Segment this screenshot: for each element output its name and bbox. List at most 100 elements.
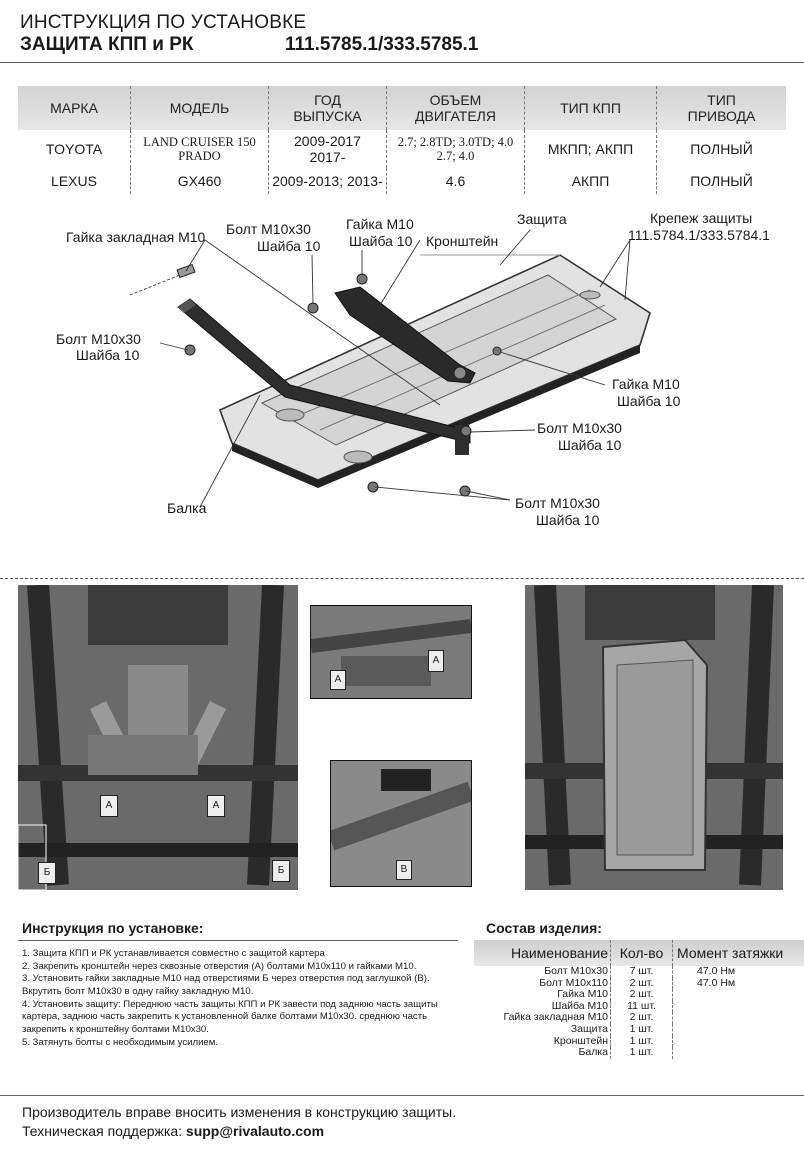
detail-photo-a xyxy=(310,605,472,699)
callout-bolt-mid: Болт М10х30 xyxy=(537,420,622,436)
spec-header-4: ТИП КПП xyxy=(524,86,656,130)
callout-washer-bottom: Шайба 10 xyxy=(536,512,600,528)
composition-cell xyxy=(672,989,804,1001)
instruction-step: 2. Закрепить кронштейн через сквозные от… xyxy=(22,960,417,972)
spec-header-3: ОБЪЕМ ДВИГАТЕЛЯ xyxy=(386,86,524,130)
composition-cell: 1 шт. xyxy=(610,1023,672,1036)
spec-cell: 2009-2013; 2013- xyxy=(268,168,386,194)
marker-a-detail-2: А xyxy=(330,670,346,690)
callout-fastener: Крепеж защиты xyxy=(650,210,753,226)
spec-cell: ПОЛНЫЙ xyxy=(656,168,786,194)
product-title: ЗАЩИТА КПП и РК xyxy=(20,34,194,55)
header-divider xyxy=(0,62,804,63)
callout-washer-top-2: Шайба 10 xyxy=(349,233,413,249)
spec-cell: LAND CRUISER 150 PRADO xyxy=(130,130,268,168)
composition-cell: Гайка М10 xyxy=(557,988,608,1001)
marker-a-right: А xyxy=(207,795,225,817)
composition-cell: 47.0 Нм xyxy=(672,965,804,978)
part-number: 111.5785.1/333.5785.1 xyxy=(285,34,479,55)
composition-header-0: Наименование xyxy=(510,945,608,961)
callout-bracket: Кронштейн xyxy=(426,233,499,249)
spec-cell: АКПП xyxy=(524,168,656,194)
composition-cell: Гайка закладная М10 xyxy=(503,1011,608,1024)
marker-v-detail: В xyxy=(396,860,412,880)
composition-cell: Защита xyxy=(570,1022,608,1035)
composition-cell: 1 шт. xyxy=(610,1047,672,1059)
section-divider xyxy=(0,578,804,579)
composition-cell: Болт М10х110 xyxy=(539,976,608,989)
spec-cell: GX460 xyxy=(130,168,268,194)
composition-header-1: Кол-во xyxy=(610,940,672,966)
leader-lines xyxy=(129,229,631,508)
instruction-step: 5. Затянуть болты с необходимым усилием. xyxy=(22,1036,219,1048)
composition-cell: 47.0 Нм xyxy=(672,977,804,990)
composition-cell: 7 шт. xyxy=(610,965,672,978)
composition-cell: 1 шт. xyxy=(610,1035,672,1048)
document-title: ИНСТРУКЦИЯ ПО УСТАНОВКЕ xyxy=(20,12,307,33)
marker-b-left: Б xyxy=(38,862,56,884)
composition-cell xyxy=(672,1047,804,1059)
composition-header-2: Момент затяжки xyxy=(672,940,804,966)
spec-table-header-bg xyxy=(18,86,786,130)
spec-cell: LEXUS xyxy=(51,172,97,189)
spec-cell: 2.7; 2.8TD; 3.0TD; 4.0 2.7; 4.0 xyxy=(386,130,524,168)
callout-fastener-part: 111.5784.1/333.5784.1 xyxy=(628,227,770,243)
callout-bolt-top: Болт М10х30 xyxy=(226,221,311,237)
support-email[interactable]: supp@rivalauto.com xyxy=(185,1123,325,1139)
composition-header-bg xyxy=(474,940,804,966)
callout-washer-mid: Шайба 10 xyxy=(558,437,622,453)
callout-nut-top: Гайка М10 xyxy=(346,216,414,232)
underbody-photo-before xyxy=(18,585,298,890)
spec-cell: ПОЛНЫЙ xyxy=(656,130,786,168)
support-label: Техническая поддержка: xyxy=(22,1123,183,1139)
spec-header-2: ГОД ВЫПУСКА xyxy=(268,86,386,130)
marker-a-left: А xyxy=(100,795,118,817)
spec-header-0: МАРКА xyxy=(50,99,98,116)
marker-b-right: Б xyxy=(272,860,290,882)
marker-a-detail: А xyxy=(428,650,444,672)
composition-cell: Кронштейн xyxy=(553,1034,608,1047)
callout-washer-top: Шайба 10 xyxy=(257,238,321,254)
spec-cell: 2009-2017 2017- xyxy=(268,130,386,168)
composition-cell: 2 шт. xyxy=(610,1012,672,1024)
composition-cell: Болт М10х30 xyxy=(544,965,608,977)
spec-header-5: ТИП ПРИВОДА xyxy=(656,86,786,130)
instruction-step: 3. Установить гайки закладные М10 над от… xyxy=(22,973,430,997)
callout-washer-left: Шайба 10 xyxy=(76,347,140,363)
callout-washer-right: Шайба 10 xyxy=(617,393,681,409)
composition-cell: 2 шт. xyxy=(610,989,672,1001)
composition-cell: 2 шт. xyxy=(610,977,672,990)
footer-support: Техническая поддержка: supp@rivalauto.co… xyxy=(22,1123,324,1139)
instruction-step: 4. Установить защиту: Переднюю часть защ… xyxy=(22,998,438,1035)
bracket-drawing xyxy=(334,286,476,384)
spec-cell: 4.6 xyxy=(386,168,524,194)
instructions-steps: 1. Защита КПП и РК устанавливается совме… xyxy=(22,948,462,1049)
composition-cell xyxy=(672,1035,804,1048)
composition-cell xyxy=(672,1012,804,1024)
composition-cell: Балка xyxy=(578,1046,608,1059)
instruction-step: 1. Защита КПП и РК устанавливается совме… xyxy=(22,948,325,959)
callout-nut-embedded: Гайка закладная М10 xyxy=(66,229,206,245)
bolt-drawings xyxy=(176,263,502,497)
composition-cell xyxy=(672,1023,804,1036)
composition-cell xyxy=(672,1000,804,1013)
instructions-title: Инструкция по установке: xyxy=(22,920,204,936)
callout-bolt-left: Болт М10х30 xyxy=(56,331,141,347)
instructions-rule xyxy=(18,940,458,941)
footer-rule xyxy=(0,1095,804,1096)
exploded-diagram xyxy=(129,229,651,508)
composition-title: Состав изделия: xyxy=(486,920,602,936)
composition-cell: Шайба М10 xyxy=(551,999,608,1012)
composition-cell: 11 шт. xyxy=(610,1000,672,1013)
underbody-photo-after xyxy=(525,585,783,890)
callout-nut-right: Гайка М10 xyxy=(612,376,680,392)
callout-guard: Защита xyxy=(517,211,567,227)
callout-bolt-bottom: Болт М10х30 xyxy=(515,495,600,511)
spec-cell: МКПП; АКПП xyxy=(524,130,656,168)
callout-beam: Балка xyxy=(167,500,207,516)
spec-cell: TOYOTA xyxy=(45,140,103,157)
spec-header-1: МОДЕЛЬ xyxy=(130,86,268,130)
footer-disclaimer: Производитель вправе вносить изменения в… xyxy=(22,1104,457,1120)
